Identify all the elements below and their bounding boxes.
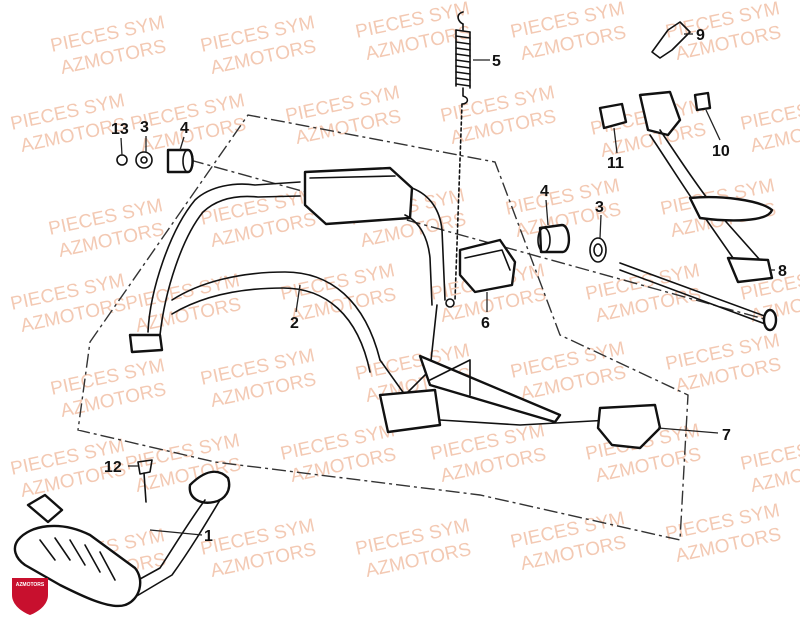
left-pivot-hardware bbox=[116, 148, 194, 174]
callout-2: 2 bbox=[290, 315, 299, 332]
center-stand-stop-bolt bbox=[445, 298, 455, 308]
right-pivot-hardware bbox=[537, 223, 778, 332]
leader-lines bbox=[120, 33, 775, 536]
callout-9: 9 bbox=[696, 27, 705, 44]
center-stand bbox=[128, 166, 662, 450]
azmotors-logo: AZMOTORS bbox=[12, 578, 48, 615]
pivot-axis-line bbox=[189, 159, 776, 323]
callout-13: 13 bbox=[111, 121, 129, 138]
callout-10: 10 bbox=[712, 143, 730, 160]
callout-labels: 1 2 3 3 4 4 5 6 7 8 9 10 11 12 13 bbox=[104, 27, 787, 545]
callout-4-right: 4 bbox=[540, 183, 549, 200]
kick-lever bbox=[13, 459, 231, 608]
callout-7: 7 bbox=[722, 427, 731, 444]
callout-8: 8 bbox=[778, 263, 787, 280]
callout-3-left: 3 bbox=[140, 119, 149, 136]
callout-6: 6 bbox=[481, 315, 490, 332]
callout-11: 11 bbox=[607, 155, 624, 172]
side-stand bbox=[598, 21, 774, 284]
callout-12: 12 bbox=[104, 459, 122, 476]
logo-text: AZMOTORS bbox=[16, 582, 45, 588]
callout-1: 1 bbox=[204, 528, 213, 545]
assembly-outline bbox=[77, 114, 689, 541]
callout-5: 5 bbox=[492, 53, 501, 70]
callout-3-right: 3 bbox=[595, 199, 604, 216]
callout-4-left: 4 bbox=[180, 120, 189, 137]
stand-rubber-stopper bbox=[458, 238, 517, 294]
return-spring bbox=[454, 11, 471, 301]
